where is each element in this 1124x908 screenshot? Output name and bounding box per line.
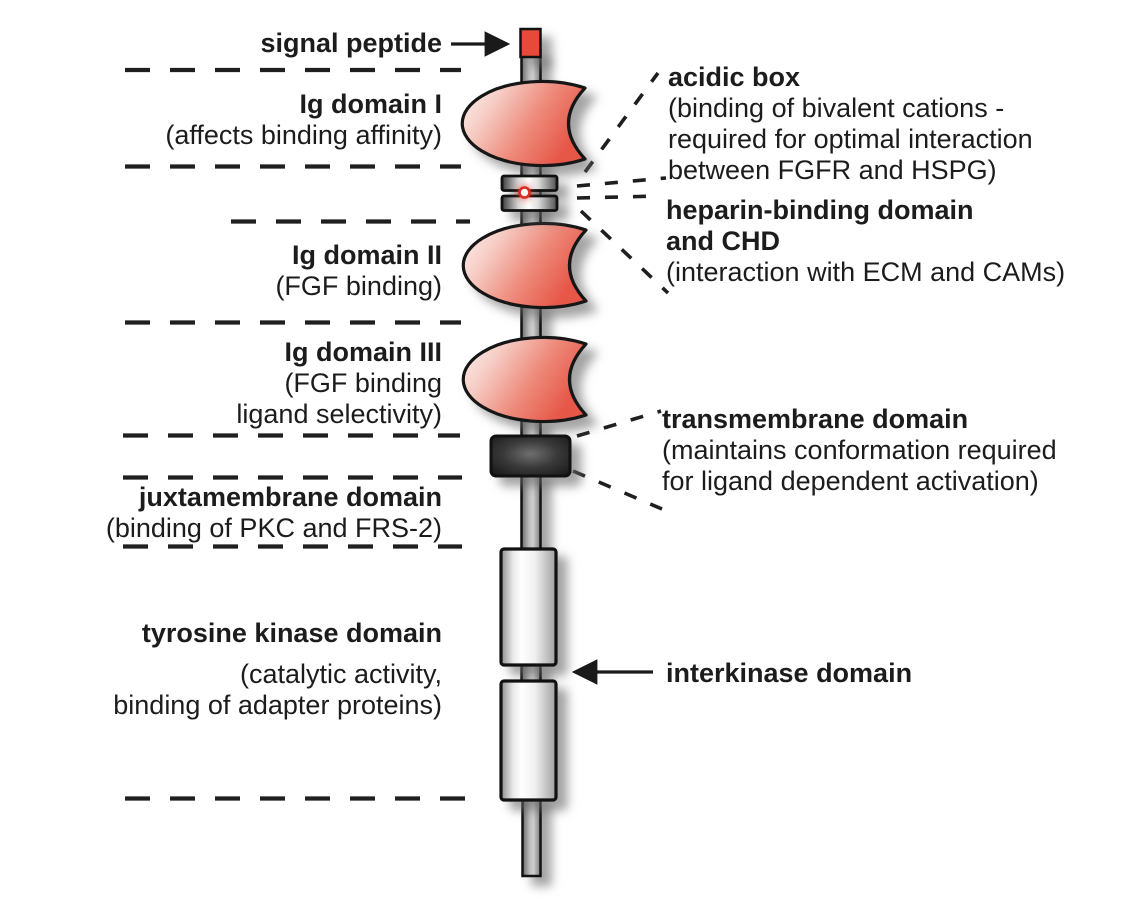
- acidic-box-sub3: between FGFR and HSPG): [668, 155, 997, 185]
- ig-domain-1-title: Ig domain I: [299, 89, 442, 119]
- heparin-chd-title2: and CHD: [666, 226, 780, 256]
- ig-domain-1-shape: [460, 79, 587, 168]
- ig-domain-3-title: Ig domain III: [284, 337, 442, 367]
- juxtamembrane-sub: (binding of PKC and FRS-2): [105, 513, 442, 543]
- kinase-lobe-lower: [499, 679, 558, 802]
- heparin-chd-sub: (interaction with ECM and CAMs): [666, 257, 1066, 287]
- label-acidic-box: acidic box (binding of bivalent cations …: [668, 62, 1033, 186]
- label-heparin-chd: heparin-binding domain and CHD (interact…: [666, 195, 1065, 288]
- leader-transmembrane-upper: [576, 409, 662, 438]
- signal-peptide-shape: [519, 27, 542, 59]
- kinase-lobe-upper: [499, 547, 558, 667]
- ig-domain-3-sub2: ligand selectivity): [236, 399, 442, 429]
- label-tyrosine-kinase: tyrosine kinase domain (catalytic activi…: [113, 618, 442, 721]
- label-transmembrane: transmembrane domain (maintains conforma…: [662, 404, 1057, 497]
- leader-transmembrane-lower: [572, 469, 663, 511]
- acidic-box-sub2: required for optimal interaction: [668, 124, 1033, 154]
- signal-peptide-title: signal peptide: [260, 28, 442, 58]
- interkinase-title: interkinase domain: [666, 658, 913, 688]
- receptor-stalk-seg4: [520, 468, 542, 556]
- leader-discs-lower: [576, 194, 662, 200]
- acidic-box-disc: [500, 174, 559, 192]
- heparin-chd-title1: heparin-binding domain: [666, 195, 974, 225]
- label-ig-domain-2: Ig domain II (FGF binding): [275, 240, 442, 302]
- ig-domain-3-sub1: (FGF binding: [284, 368, 442, 398]
- acidic-box-title: acidic box: [668, 62, 801, 92]
- transmembrane-sub1: (maintains conformation required: [662, 435, 1057, 465]
- ig-domain-1-sub: (affects binding affinity): [165, 120, 442, 150]
- leader-acidic-box: [583, 71, 660, 174]
- ig-domain-2-sub: (FGF binding): [275, 271, 442, 301]
- label-signal-peptide: signal peptide: [260, 28, 442, 59]
- transmembrane-shape: [489, 434, 572, 478]
- leader-heparin-chd: [579, 209, 670, 295]
- tyrosine-kinase-sub1: (catalytic activity,: [239, 659, 442, 689]
- receptor-stalk-tail: [521, 792, 542, 878]
- transmembrane-sub2: for ligand dependent activation): [662, 466, 1039, 496]
- ig-domain-2-title: Ig domain II: [291, 240, 442, 270]
- tyrosine-kinase-title: tyrosine kinase domain: [141, 618, 442, 648]
- label-juxtamembrane: juxtamembrane domain (binding of PKC and…: [106, 482, 442, 544]
- acidic-box-sub1: (binding of bivalent cations -: [668, 93, 1005, 123]
- leader-discs-upper: [576, 176, 667, 188]
- label-ig-domain-1: Ig domain I (affects binding affinity): [165, 89, 442, 151]
- label-interkinase: interkinase domain: [666, 658, 912, 689]
- juxtamembrane-title: juxtamembrane domain: [138, 482, 442, 512]
- heparin-chd-disc: [500, 194, 559, 212]
- tyrosine-kinase-sub2: binding of adapter proteins): [113, 690, 442, 720]
- ig-domain-2-shape: [461, 221, 588, 310]
- transmembrane-title: transmembrane domain: [662, 404, 969, 434]
- ig-domain-3-shape: [461, 335, 588, 424]
- label-ig-domain-3: Ig domain III (FGF binding ligand select…: [236, 337, 442, 430]
- cation-binding-ring: [518, 186, 531, 199]
